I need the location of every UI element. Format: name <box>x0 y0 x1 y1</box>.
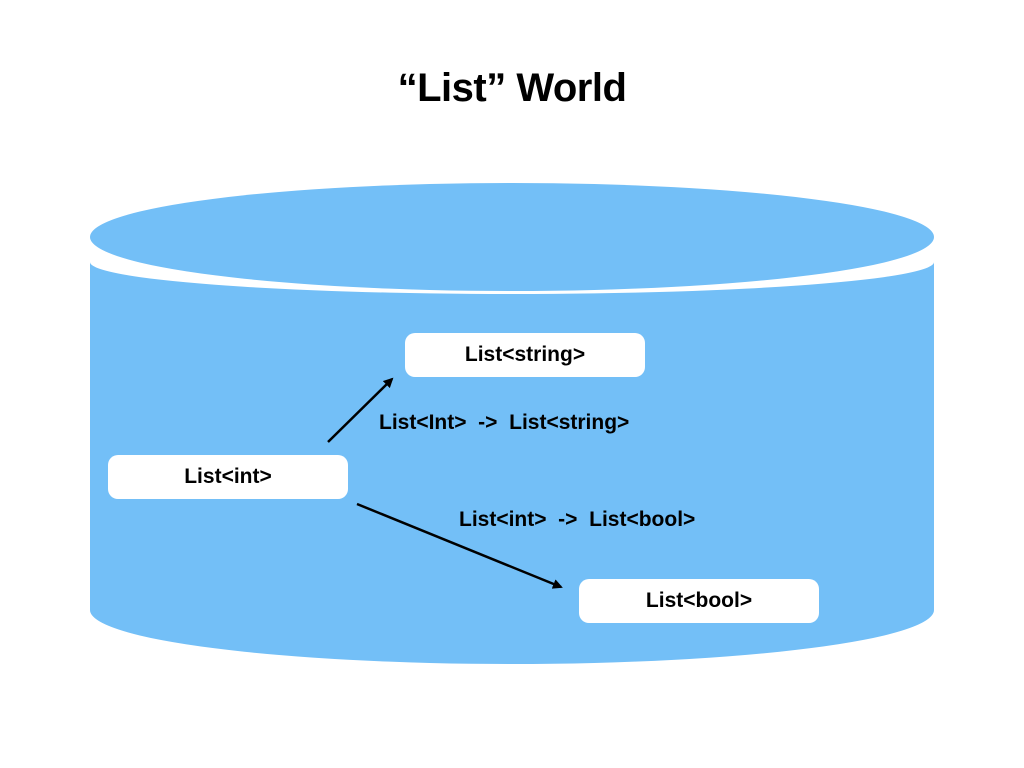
node-list-bool: List<bool> <box>579 579 819 623</box>
edge-label-int-to-bool: List<int> -> List<bool> <box>459 508 696 531</box>
arrow-int-to-string <box>327 377 394 443</box>
arrow-int-to-bool <box>356 502 563 589</box>
cylinder-body <box>90 262 934 664</box>
node-list-int: List<int> <box>108 455 348 499</box>
cylinder-top <box>90 183 934 291</box>
diagram-title: “List” World <box>397 66 627 110</box>
node-list-string: List<string> <box>405 333 645 377</box>
edge-label-int-to-string: List<Int> -> List<string> <box>379 411 630 434</box>
